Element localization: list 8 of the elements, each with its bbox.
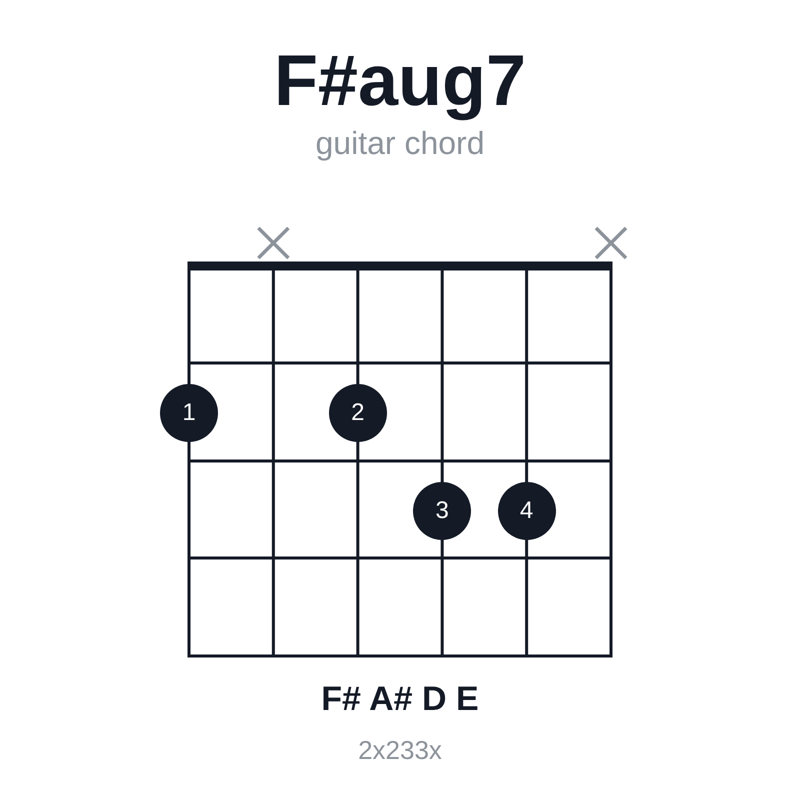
finger-dot: 2: [328, 384, 387, 442]
chord-title: F#aug7: [272, 40, 528, 122]
fret-code: 2x233x: [357, 735, 443, 766]
subtitle: guitar chord: [314, 125, 486, 162]
note-names: F# A# D E: [320, 680, 480, 719]
finger-dot: 3: [413, 482, 472, 540]
finger-dot: 4: [498, 482, 556, 540]
finger-dot: 1: [160, 384, 218, 442]
